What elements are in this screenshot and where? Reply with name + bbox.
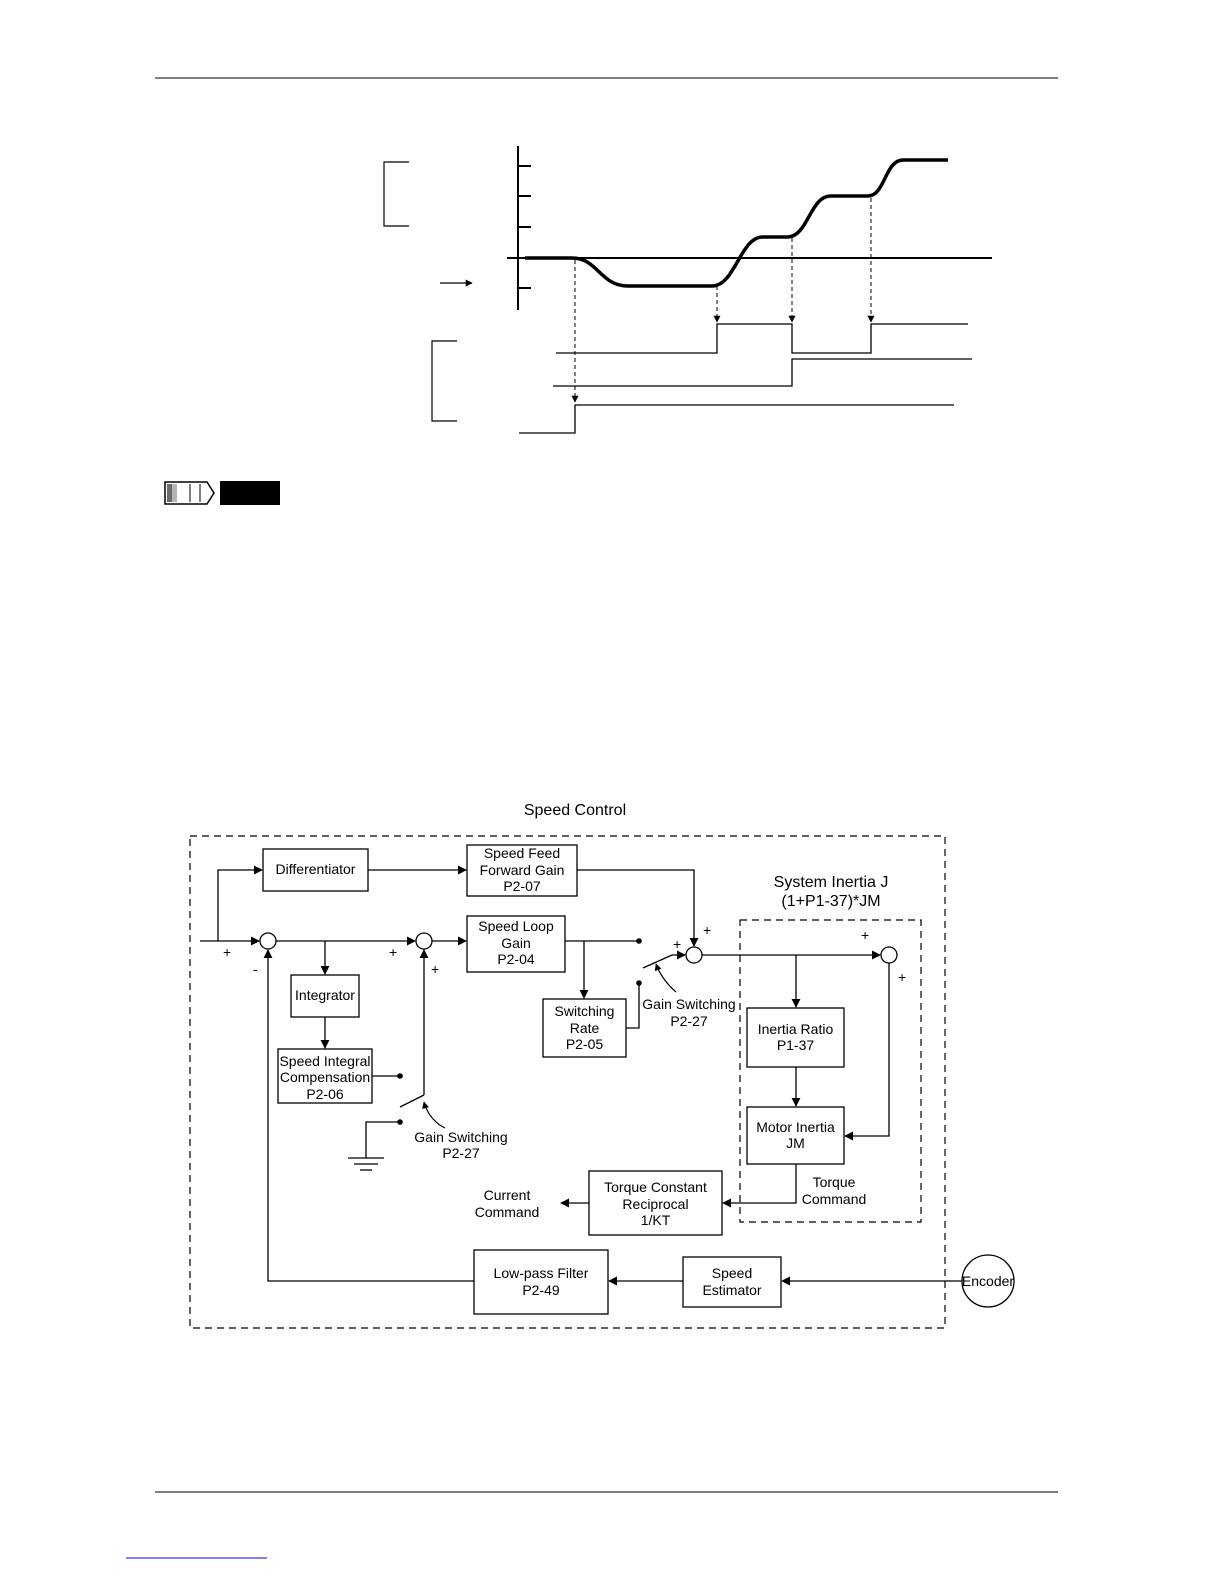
switching-rate-out-wire (626, 985, 640, 1029)
svg-text:Torque Constant: Torque Constant (604, 1179, 707, 1195)
svg-text:Speed Loop: Speed Loop (478, 918, 554, 934)
svg-text:P2-04: P2-04 (497, 951, 535, 967)
svg-text:Switching: Switching (555, 1003, 615, 1019)
svg-text:Encoder: Encoder (962, 1273, 1014, 1289)
sign-plus: + (673, 936, 681, 952)
torque-command-label-2: Command (802, 1191, 867, 1207)
svg-text:Gain: Gain (501, 935, 531, 951)
svg-text:P1-37: P1-37 (777, 1037, 815, 1053)
svg-text:Rate: Rate (570, 1020, 600, 1036)
step-trace-2 (553, 358, 972, 387)
ff-to-sum3-wire (577, 869, 699, 947)
low-pass-filter-block: Low-pass Filter P2-49 (473, 1249, 609, 1315)
sign-plus: + (703, 922, 711, 938)
svg-text:Differentiator: Differentiator (276, 861, 356, 877)
gain-switching-label-upper: Gain Switching (642, 996, 735, 1012)
switch-contact (636, 938, 642, 944)
sign-plus: + (898, 969, 906, 985)
speed-integral-compensation-block: Speed Integral Compensation P2-06 (277, 1048, 373, 1104)
ground-icon (348, 1157, 384, 1171)
speed-estimator-block: Speed Estimator (682, 1256, 782, 1308)
speed-control-diagram: Speed Control System Inertia J (1+P1-37)… (189, 802, 1015, 1329)
step-trace-1 (556, 323, 968, 354)
signal-curve (525, 158, 948, 288)
summing-junction-4 (880, 946, 898, 964)
svg-text:1/KT: 1/KT (641, 1212, 671, 1228)
gain-switching-param-lower: P2-27 (442, 1145, 480, 1161)
feed-forward-gain-block: Speed Feed Forward Gain P2-07 (466, 844, 578, 897)
sign-plus: + (389, 944, 397, 960)
system-inertia-title: System Inertia J (774, 874, 889, 891)
gain-switching-param-upper: P2-27 (670, 1013, 708, 1029)
inertia-ratio-block: Inertia Ratio P1-37 (746, 1007, 845, 1068)
motor-inertia-block: Motor Inertia JM (746, 1106, 845, 1165)
svg-text:Inertia Ratio: Inertia Ratio (758, 1021, 834, 1037)
sign-plus: + (861, 927, 869, 943)
svg-text:Speed: Speed (712, 1265, 752, 1281)
diff-branch-wire (217, 865, 263, 941)
svg-text:Integrator: Integrator (295, 987, 355, 1003)
svg-text:Speed Integral: Speed Integral (279, 1053, 370, 1069)
summing-junction-2 (415, 932, 433, 950)
speed-control-frame (189, 835, 946, 1329)
switching-rate-block: Switching Rate P2-05 (542, 998, 627, 1058)
switch-contact (397, 1073, 403, 1079)
diagram-title: Speed Control (524, 802, 626, 819)
svg-text:Motor Inertia: Motor Inertia (756, 1119, 835, 1135)
torque-constant-block: Torque Constant Reciprocal 1/KT (588, 1170, 723, 1236)
torque-command-label: Torque (813, 1174, 856, 1190)
speed-loop-gain-block: Speed Loop Gain P2-04 (466, 915, 566, 973)
summing-junction-3 (685, 946, 703, 964)
ground-wire (365, 1121, 400, 1158)
encoder-node: Encoder (961, 1254, 1015, 1308)
timing-figure (383, 146, 992, 434)
sign-plus: + (223, 944, 231, 960)
svg-text:JM: JM (786, 1135, 805, 1151)
current-command-label-2: Command (475, 1204, 540, 1220)
svg-text:Speed Feed: Speed Feed (484, 845, 560, 861)
upper-switch-blade (642, 954, 673, 969)
integrator-block: Integrator (290, 974, 360, 1018)
step-trace-3 (519, 404, 954, 434)
lower-bracket (431, 340, 457, 422)
gain-switch-actuator-lower (422, 1101, 446, 1129)
current-command-label: Current (484, 1187, 531, 1203)
svg-text:Forward Gain: Forward Gain (480, 862, 565, 878)
gain-switch-actuator-upper (654, 963, 677, 993)
feedback-wire (263, 949, 474, 1282)
torque-command-wire (722, 1164, 797, 1208)
svg-text:P2-49: P2-49 (522, 1282, 560, 1298)
differentiator-block: Differentiator (262, 848, 369, 892)
summing-junction-1 (259, 932, 277, 950)
gain-switching-label-lower: Gain Switching (414, 1129, 507, 1145)
sign-plus: + (431, 961, 439, 977)
system-inertia-frame (739, 919, 922, 1223)
svg-text:Estimator: Estimator (702, 1282, 761, 1298)
svg-text:Compensation: Compensation (280, 1069, 370, 1085)
svg-text:Reciprocal: Reciprocal (622, 1196, 688, 1212)
upper-bracket (383, 161, 409, 227)
svg-text:P2-05: P2-05 (566, 1036, 604, 1052)
svg-text:P2-07: P2-07 (503, 878, 541, 894)
switch-contact (636, 980, 642, 986)
system-inertia-formula: (1+P1-37)*JM (781, 893, 880, 910)
sign-minus: - (253, 961, 258, 977)
sum4-to-motor-wire (844, 963, 890, 1141)
lower-switch-blade (399, 1094, 425, 1108)
note-icon (164, 481, 280, 505)
svg-text:Low-pass Filter: Low-pass Filter (494, 1265, 589, 1281)
svg-text:P2-06: P2-06 (306, 1086, 344, 1102)
